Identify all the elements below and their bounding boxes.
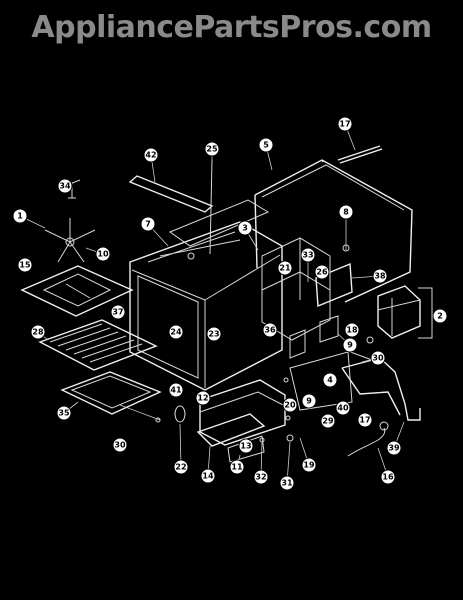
callout-13: 13	[238, 438, 254, 454]
callout-5: 5	[258, 137, 274, 153]
svg-text:9: 9	[306, 397, 312, 406]
svg-text:16: 16	[382, 473, 394, 482]
callout-36: 36	[262, 322, 278, 338]
callout-19: 19	[301, 457, 317, 473]
svg-text:10: 10	[97, 250, 109, 259]
svg-text:34: 34	[59, 182, 71, 191]
svg-text:8: 8	[343, 208, 349, 217]
watermark-banner: AppliancePartsPros.com	[0, 0, 463, 60]
svg-text:35: 35	[58, 409, 70, 418]
callout-25: 25	[204, 141, 220, 157]
callout-26: 26	[314, 264, 330, 280]
callout-8: 8	[338, 204, 354, 220]
svg-text:4: 4	[327, 376, 333, 385]
svg-text:14: 14	[202, 472, 214, 481]
callout-11: 11	[229, 459, 245, 475]
callout-10: 10	[95, 246, 111, 262]
callout-27: 17	[337, 116, 353, 132]
callout-30-left: 30	[112, 437, 128, 453]
callout-markers: 17 42 25 5 34 8 1 7 3 10 33 15 21 26 38 …	[12, 116, 448, 491]
svg-text:41: 41	[170, 386, 182, 395]
callout-21: 21	[277, 260, 293, 276]
svg-text:19: 19	[303, 461, 315, 470]
callout-34: 34	[57, 178, 73, 194]
callout-37: 37	[110, 304, 126, 320]
callout-28: 28	[30, 324, 46, 340]
watermark-text: AppliancePartsPros.com	[31, 10, 432, 45]
svg-text:38: 38	[374, 272, 386, 281]
callout-41: 41	[168, 382, 184, 398]
callout-4: 4	[322, 372, 338, 388]
svg-text:33: 33	[302, 251, 313, 260]
svg-text:30: 30	[372, 354, 384, 363]
svg-text:5: 5	[263, 141, 269, 150]
callout-12: 12	[195, 390, 211, 406]
callout-40: 40	[335, 400, 351, 416]
callout-32: 32	[253, 469, 269, 485]
svg-text:15: 15	[19, 261, 31, 270]
callout-31: 31	[279, 475, 295, 491]
svg-text:36: 36	[264, 326, 276, 335]
callout-15: 15	[17, 257, 33, 273]
svg-text:12: 12	[197, 394, 208, 403]
svg-text:13: 13	[240, 442, 251, 451]
svg-text:11: 11	[231, 463, 243, 472]
callout-17: 17	[357, 412, 373, 428]
svg-text:31: 31	[281, 479, 293, 488]
svg-text:39: 39	[388, 444, 400, 453]
svg-text:23: 23	[208, 330, 219, 339]
callout-1: 1	[12, 208, 28, 224]
callout-2: 2	[432, 308, 448, 324]
svg-text:26: 26	[316, 268, 328, 277]
callout-29: 29	[320, 413, 336, 429]
svg-text:37: 37	[112, 308, 123, 317]
svg-text:29: 29	[322, 417, 334, 426]
svg-text:18: 18	[346, 326, 358, 335]
callout-18: 18	[344, 322, 360, 338]
svg-text:30: 30	[114, 441, 126, 450]
callout-16: 16	[380, 469, 396, 485]
callout-35: 35	[56, 405, 72, 421]
callout-9: 9	[342, 337, 358, 353]
callout-22: 22	[173, 459, 189, 475]
callout-33: 33	[300, 247, 316, 263]
callout-38: 38	[372, 268, 388, 284]
svg-text:17: 17	[359, 416, 370, 425]
callout-42: 42	[143, 147, 159, 163]
svg-text:7: 7	[145, 220, 151, 229]
parts-artwork	[20, 145, 433, 463]
svg-text:17: 17	[339, 120, 350, 129]
svg-text:21: 21	[279, 264, 291, 273]
callout-14: 14	[200, 468, 216, 484]
callout-23: 23	[206, 326, 222, 342]
callout-24: 24	[168, 324, 184, 340]
svg-text:2: 2	[437, 312, 443, 321]
svg-text:22: 22	[175, 463, 186, 472]
callout-3: 3	[237, 220, 253, 236]
svg-text:20: 20	[284, 401, 296, 410]
svg-text:9: 9	[347, 341, 353, 350]
callout-20: 20	[282, 397, 298, 413]
callout-9b: 9	[301, 393, 317, 409]
svg-text:25: 25	[206, 145, 218, 154]
callout-30-right: 30	[370, 350, 386, 366]
svg-text:24: 24	[170, 328, 182, 337]
callout-7: 7	[140, 216, 156, 232]
svg-text:32: 32	[255, 473, 266, 482]
svg-text:1: 1	[17, 212, 23, 221]
callout-39: 39	[386, 440, 402, 456]
svg-text:42: 42	[145, 151, 156, 160]
svg-text:40: 40	[337, 404, 349, 413]
svg-text:3: 3	[242, 224, 248, 233]
svg-text:28: 28	[32, 328, 44, 337]
